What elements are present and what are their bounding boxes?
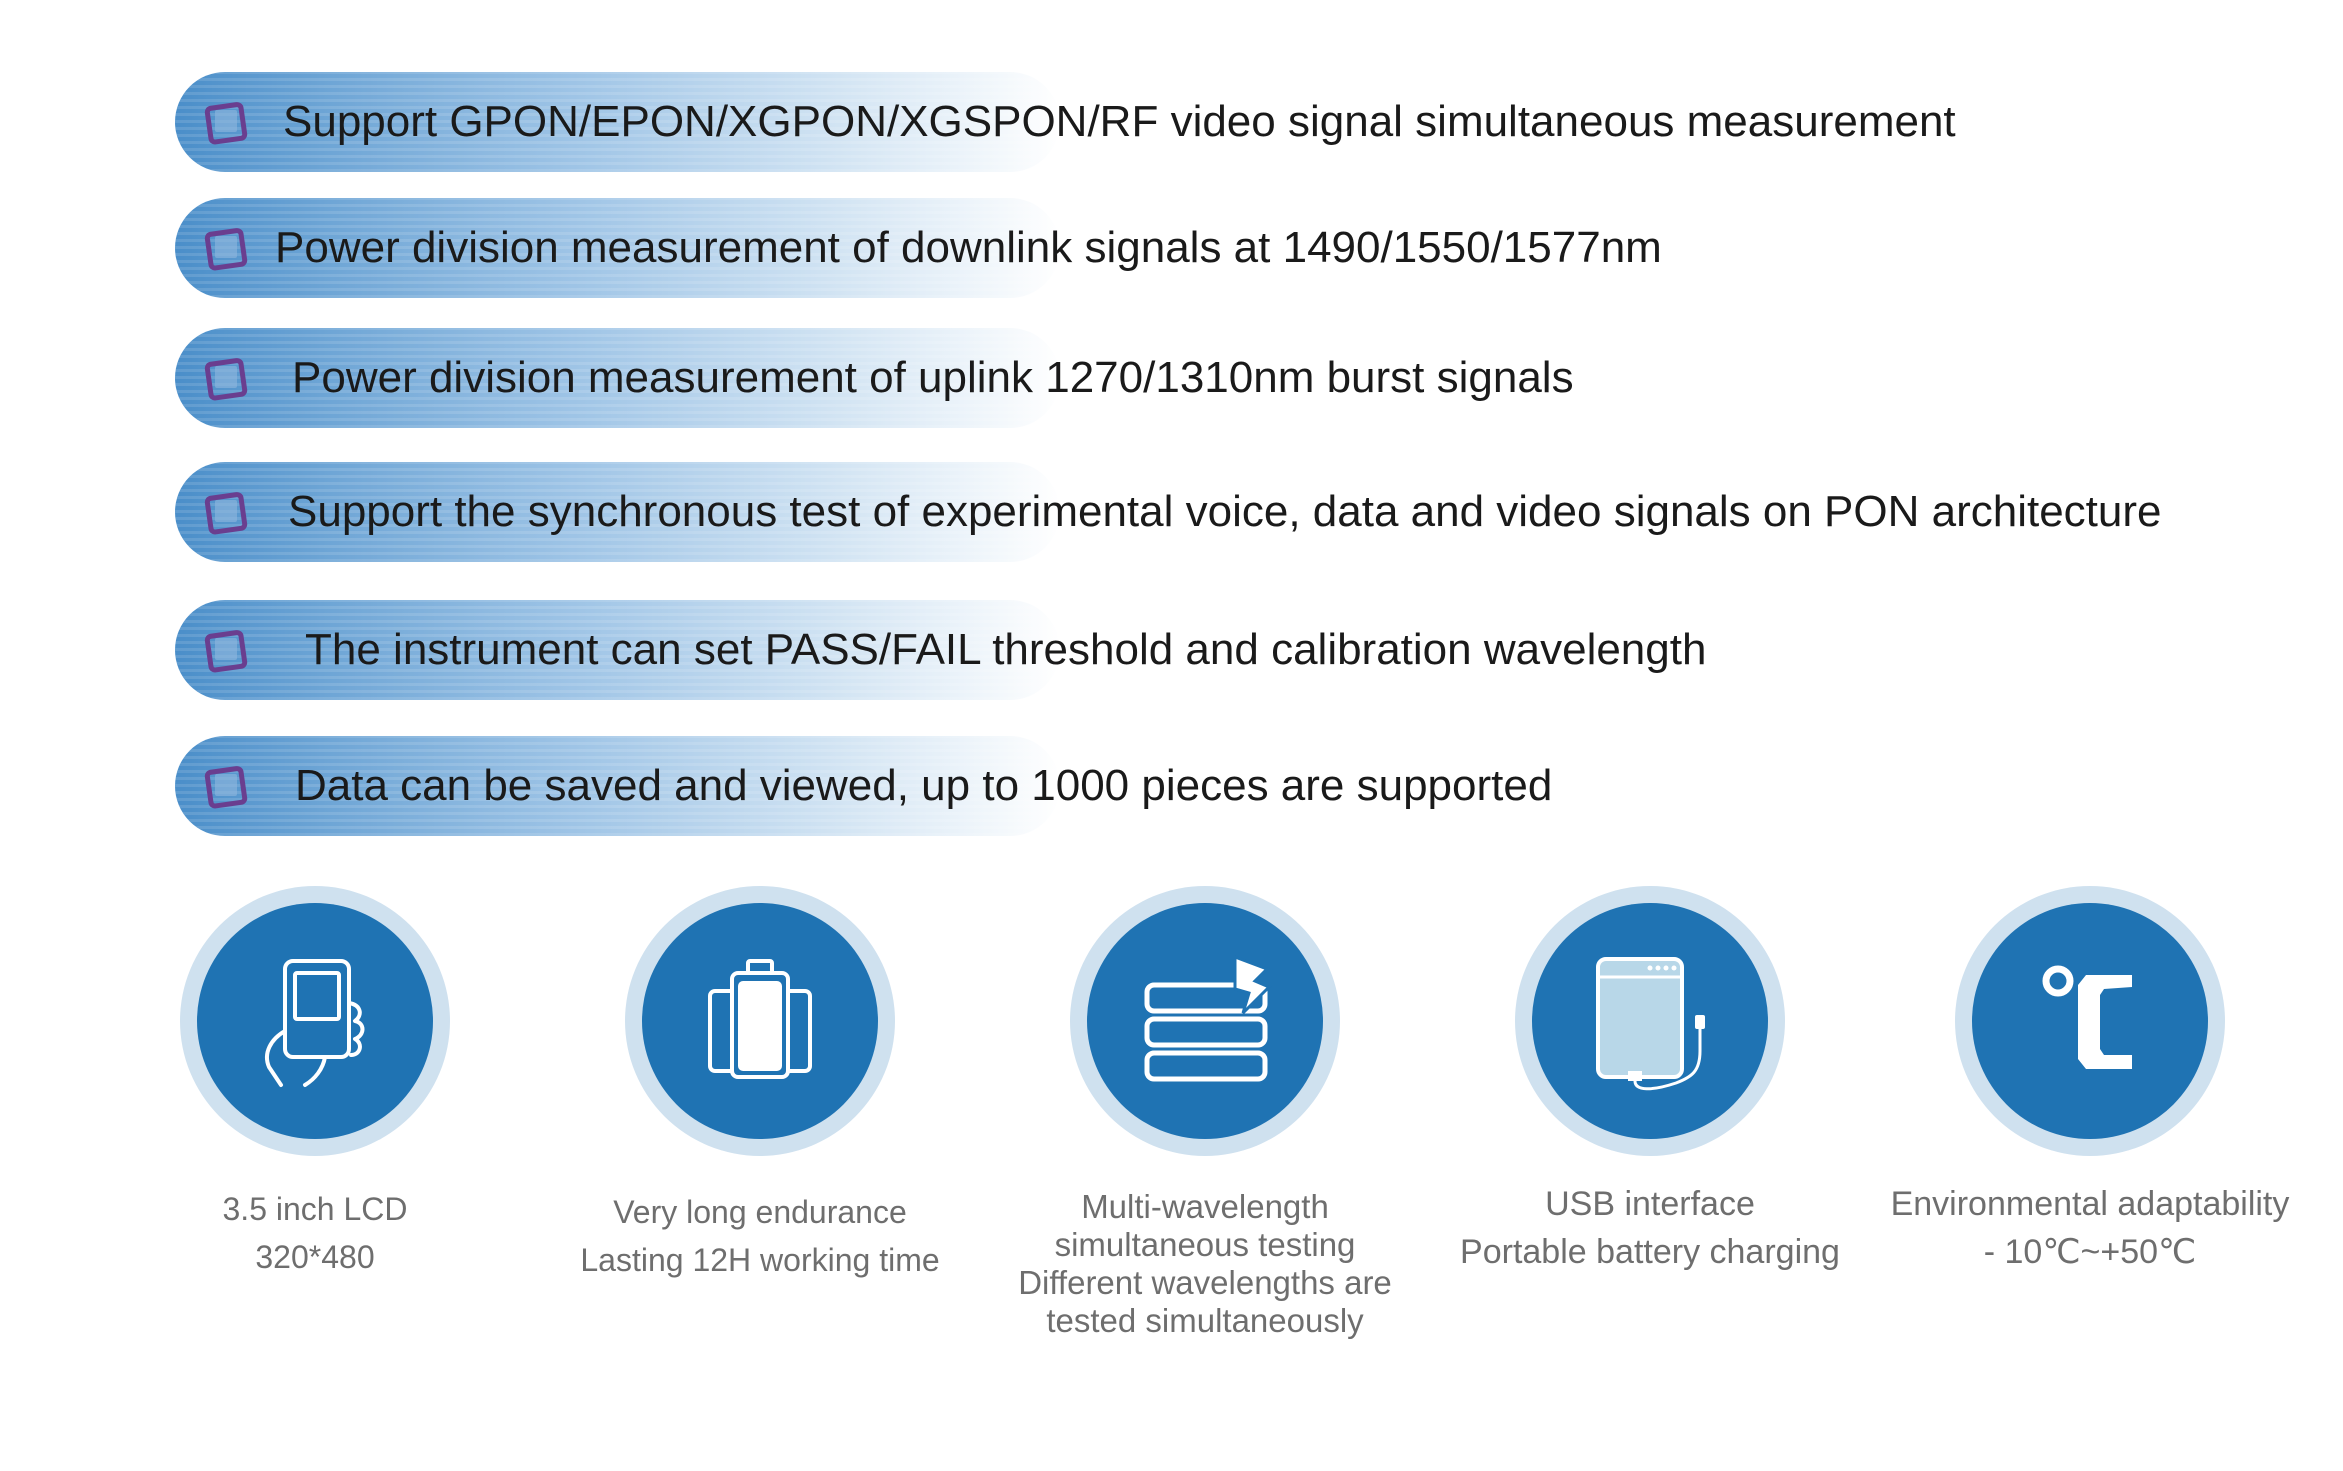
spec-caption-line: Lasting 12H working time bbox=[580, 1242, 940, 1278]
feature-list: Support GPON/EPON/XGPON/XGSPON/RF video … bbox=[175, 72, 2275, 836]
feature-text: The instrument can set PASS/FAIL thresho… bbox=[305, 625, 1707, 674]
spec-caption-line: - 10℃~+50℃ bbox=[1983, 1233, 2197, 1271]
spec-caption-line: Environmental adaptability bbox=[1890, 1185, 2290, 1223]
spec-caption-line: Portable battery charging bbox=[1460, 1233, 1840, 1271]
feature-highlight-bar bbox=[175, 328, 1060, 428]
spec-circle bbox=[1070, 886, 1340, 1156]
feature-item: Data can be saved and viewed, up to 1000… bbox=[175, 736, 2275, 836]
spec-caption: Environmental adaptability - 10℃~+50℃ bbox=[1880, 1180, 2300, 1276]
feature-highlight-bar bbox=[175, 462, 1060, 562]
spec-caption-line: Very long endurance bbox=[613, 1194, 907, 1230]
power-bank-usb-icon bbox=[1596, 957, 1705, 1091]
feature-text: Support the synchronous test of experime… bbox=[288, 487, 2162, 536]
spec-caption-line: USB interface bbox=[1545, 1185, 1755, 1223]
spec-circle bbox=[1515, 886, 1785, 1156]
square-bullet-icon bbox=[204, 492, 248, 535]
feature-text: Data can be saved and viewed, up to 1000… bbox=[295, 761, 1553, 810]
spec-caption-line: 320*480 bbox=[255, 1239, 375, 1275]
square-bullet-icon bbox=[204, 102, 248, 145]
spec-caption-line: tested simultaneously bbox=[1046, 1302, 1364, 1339]
spec-circle bbox=[180, 886, 450, 1156]
spec-caption: Multi-wavelength simultaneous testing Di… bbox=[995, 1188, 1415, 1340]
feature-item: Support GPON/EPON/XGPON/XGSPON/RF video … bbox=[175, 72, 2275, 172]
feature-item: The instrument can set PASS/FAIL thresho… bbox=[175, 600, 2275, 700]
feature-highlight-bar bbox=[175, 736, 1060, 836]
feature-item: Support the synchronous test of experime… bbox=[175, 462, 2275, 562]
square-bullet-icon bbox=[204, 228, 248, 271]
feature-highlight-bar bbox=[175, 600, 1060, 700]
spec-caption-line: simultaneous testing bbox=[1054, 1226, 1356, 1263]
spec-caption: USB interface Portable battery charging bbox=[1440, 1180, 1860, 1276]
spec-caption-line: 3.5 inch LCD bbox=[222, 1191, 408, 1227]
spec-circle bbox=[625, 886, 895, 1156]
stacked-wavelengths-icon bbox=[1144, 954, 1272, 1082]
feature-text: Support GPON/EPON/XGPON/XGSPON/RF video … bbox=[283, 97, 1956, 146]
feature-highlight-bar bbox=[175, 72, 1060, 172]
spec-circle bbox=[1955, 886, 2225, 1156]
celsius-icon bbox=[2042, 965, 2132, 1069]
spec-caption: 3.5 inch LCD 320*480 bbox=[105, 1185, 525, 1281]
feature-item: Power division measurement of downlink s… bbox=[175, 198, 2275, 298]
feature-text: Power division measurement of downlink s… bbox=[275, 223, 1662, 272]
square-bullet-icon bbox=[204, 630, 248, 673]
square-bullet-icon bbox=[204, 766, 248, 809]
spec-row: 3.5 inch LCD 320*480 Very long endurance bbox=[0, 880, 2343, 1360]
spec-caption-line: Different wavelengths are bbox=[1018, 1264, 1392, 1301]
handheld-device-icon bbox=[265, 959, 365, 1087]
feature-highlight-bar bbox=[175, 198, 1060, 298]
spec-caption: Very long endurance Lasting 12H working … bbox=[550, 1188, 970, 1284]
spec-caption-line: Multi-wavelength bbox=[1081, 1188, 1329, 1225]
square-bullet-icon bbox=[204, 358, 248, 401]
battery-icon bbox=[708, 959, 812, 1079]
feature-item: Power division measurement of uplink 127… bbox=[175, 328, 2275, 428]
feature-text: Power division measurement of uplink 127… bbox=[292, 353, 1574, 402]
